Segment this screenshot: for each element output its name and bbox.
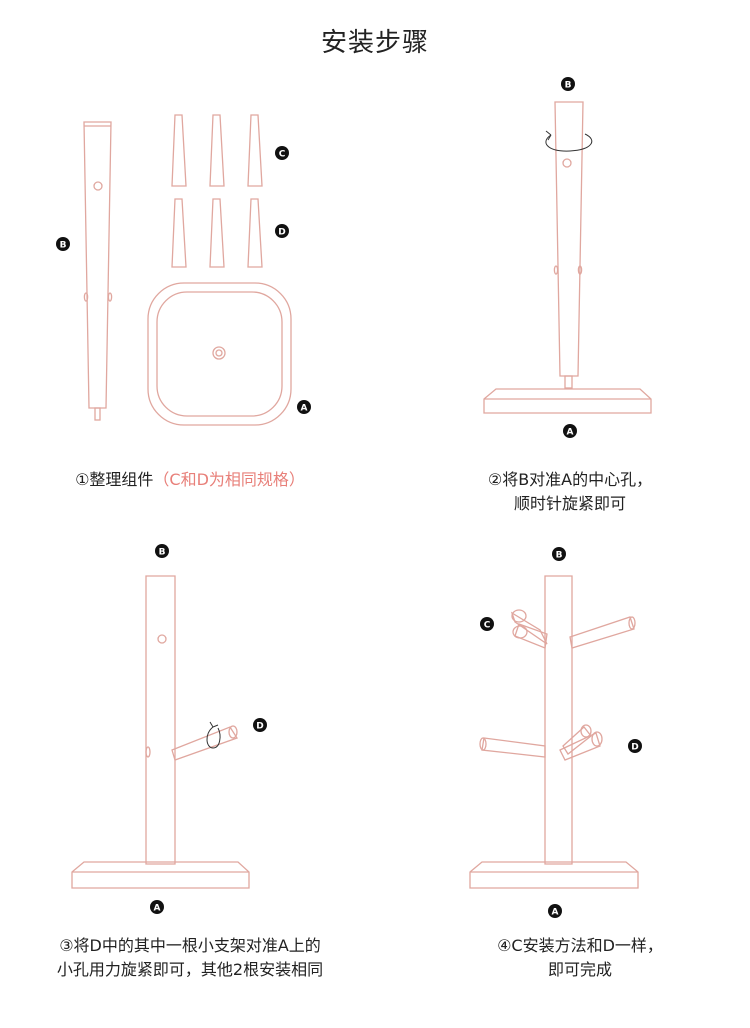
badge-d-step1: D — [275, 224, 289, 238]
step1-number: ① — [75, 470, 90, 489]
svg-text:D: D — [256, 721, 263, 731]
step3-caption: ③将D中的其中一根小支架对准A上的 小孔用力旋紧即可，其他2根安装相同 — [20, 934, 360, 982]
step1-caption: ①整理组件（C和D为相同规格） — [40, 468, 340, 492]
svg-text:B: B — [556, 550, 563, 560]
pole-b-step4 — [544, 575, 573, 865]
step1-parts — [83, 114, 292, 426]
step2-line2: 顺时针旋紧即可 — [513, 494, 626, 513]
base-a-step3 — [71, 861, 250, 889]
pole-b — [554, 101, 584, 377]
svg-text:B: B — [60, 240, 67, 250]
c-pegs — [171, 114, 263, 187]
badge-d-step4: D — [628, 739, 642, 753]
step3-line2: 小孔用力旋紧即可，其他2根安装相同 — [56, 960, 324, 979]
rotate-arrow — [545, 133, 593, 152]
svg-text:B: B — [159, 547, 166, 557]
step4-line2: 即可完成 — [547, 960, 612, 979]
svg-text:A: A — [567, 427, 574, 437]
badge-b-step3: B — [155, 544, 169, 558]
badge-b-step2: B — [561, 77, 575, 91]
badge-b-step1: B — [56, 237, 70, 251]
step2-caption: ②将B对准A的中心孔， 顺时针旋紧即可 — [440, 468, 700, 516]
step1-highlight: （C和D为相同规格） — [153, 470, 305, 489]
base-a-step4 — [469, 861, 639, 889]
base-a — [483, 388, 652, 414]
step2-number: ② — [487, 470, 503, 489]
step3-assembly — [71, 575, 250, 889]
pole-b-step3 — [145, 575, 176, 865]
svg-text:D: D — [278, 227, 285, 237]
step3-number: ③ — [59, 936, 74, 955]
svg-text:B: B — [565, 80, 572, 90]
step4-number: ④ — [497, 936, 512, 955]
pole-b-part — [83, 121, 112, 409]
d-pegs — [171, 198, 263, 268]
badge-a-step2: A — [563, 424, 577, 438]
step3-line1: 将D中的其中一根小支架对准A上的 — [73, 936, 321, 955]
badge-a-step1: A — [297, 400, 311, 414]
svg-text:A: A — [301, 403, 308, 413]
d-peg-lower-right — [559, 732, 601, 761]
badge-c-step4: C — [480, 617, 494, 631]
svg-text:C: C — [484, 620, 491, 630]
step4-line1: C安装方法和D一样， — [511, 936, 663, 955]
badge-b-step4: B — [552, 547, 566, 561]
svg-text:A: A — [154, 903, 161, 913]
step4-assembly — [469, 575, 639, 889]
badge-c-step1: C — [275, 146, 289, 160]
svg-text:D: D — [631, 742, 638, 752]
peg-lower-left — [481, 737, 546, 758]
badge-a-step3: A — [150, 900, 164, 914]
svg-text:C: C — [279, 149, 286, 159]
step2-line1: 将B对准A的中心孔， — [502, 470, 653, 489]
rotate-arrow-d — [206, 726, 221, 749]
svg-text:A: A — [552, 907, 559, 917]
step2-assembly — [483, 101, 652, 414]
d-peg-step3 — [171, 726, 238, 761]
label-badges: B C D A B A B D A B C D A — [56, 77, 642, 918]
badge-a-step4: A — [548, 904, 562, 918]
page-title: 安装步骤 — [320, 28, 429, 58]
badge-d-step3: D — [253, 718, 267, 732]
base-a-top-view — [147, 282, 292, 426]
step1-text: 整理组件 — [89, 470, 154, 489]
step4-caption: ④C安装方法和D一样， 即可完成 — [450, 934, 710, 982]
c-peg-upper-left — [514, 623, 548, 649]
peg-upper-right — [569, 616, 635, 649]
